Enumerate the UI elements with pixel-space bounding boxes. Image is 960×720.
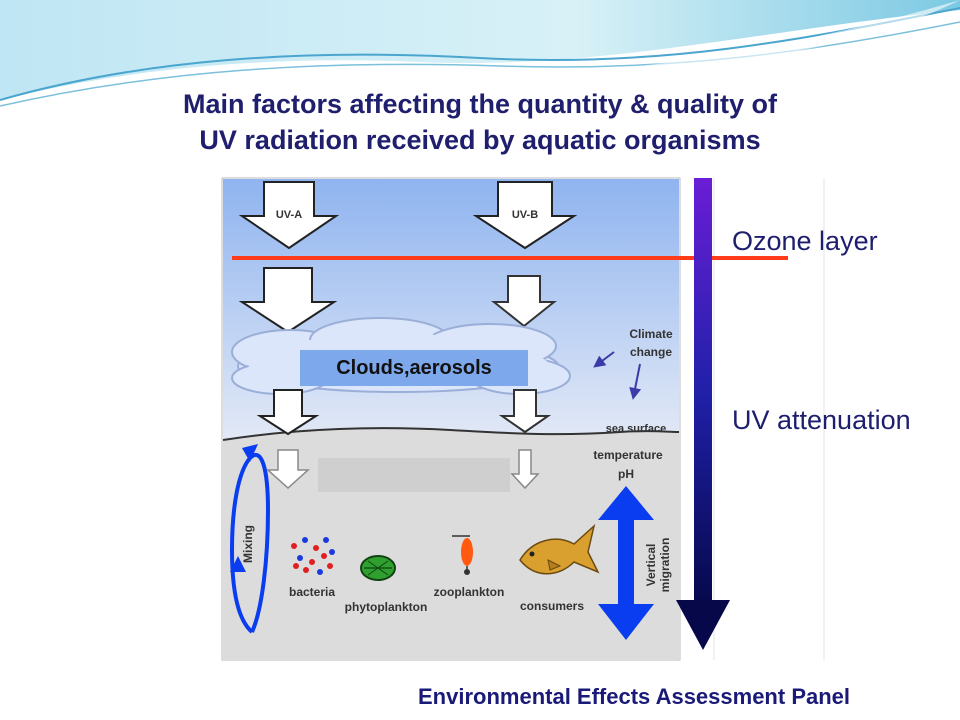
wave-banner xyxy=(0,0,960,107)
water-band xyxy=(318,458,510,492)
uv-attenuation-label: UV attenuation xyxy=(732,405,911,435)
zooplankton-label: zooplankton xyxy=(434,585,505,599)
bacteria-label: bacteria xyxy=(289,585,335,599)
uvb-arrow-surface xyxy=(498,389,552,434)
bacteria-icon xyxy=(291,537,335,575)
climate-arrow-left-icon xyxy=(593,351,615,368)
vertical-migration-arrow xyxy=(598,486,654,640)
footer-text: Environmental Effects Assessment Panel xyxy=(418,684,851,709)
clouds-aerosols-label: Clouds,aerosols xyxy=(300,350,528,386)
attenuation-arrow-head xyxy=(676,600,730,650)
uvb-arrow-water xyxy=(510,449,540,490)
climate-change-label-2: change xyxy=(630,345,672,359)
uvb-arrow xyxy=(472,181,578,250)
ozone-layer-label: Ozone layer xyxy=(732,226,878,256)
uva-arrow xyxy=(238,181,340,250)
zooplankton-icon xyxy=(452,535,473,575)
uva-arrow-surface xyxy=(256,389,320,436)
slide-title: Main factors affecting the quantity & qu… xyxy=(80,86,880,158)
climate-change-label-1: Climate xyxy=(629,327,673,341)
uva-arrow-water xyxy=(266,449,310,490)
uva-arrow-reduced xyxy=(238,267,338,334)
title-line-1: Main factors affecting the quantity & qu… xyxy=(182,89,778,119)
fish-icon xyxy=(519,523,600,575)
ph-label: pH xyxy=(618,467,634,481)
uvb-label: UV-B xyxy=(512,209,538,221)
attenuation-bar xyxy=(694,178,712,608)
uvb-arrow-reduced xyxy=(491,275,557,328)
phytoplankton-icon xyxy=(360,555,396,581)
uva-label: UV-A xyxy=(276,209,302,221)
consumers-label: consumers xyxy=(520,599,584,613)
sea-surface-label: sea surface xyxy=(606,423,667,435)
temperature-label: temperature xyxy=(593,448,663,462)
vertical-migration-label-2: migration xyxy=(658,538,672,593)
mixing-loop-icon xyxy=(229,444,271,634)
phytoplankton-label: phytoplankton xyxy=(345,600,428,614)
mixing-label: Mixing xyxy=(241,525,255,563)
climate-arrow-down-icon xyxy=(629,363,642,400)
vertical-migration-label-1: Vertical xyxy=(644,544,658,587)
title-line-2: UV radiation received by aquatic organis… xyxy=(199,125,761,155)
sea-surface-line xyxy=(222,427,680,441)
